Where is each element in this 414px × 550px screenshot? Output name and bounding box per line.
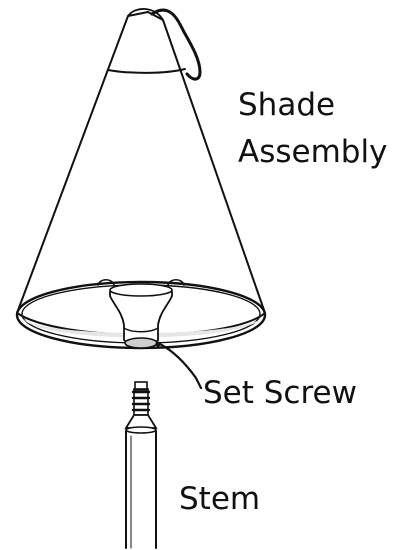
socket-collar — [123, 327, 159, 333]
socket-opening — [124, 337, 158, 349]
label-stem: Stem — [179, 481, 260, 517]
stem-collar — [125, 426, 157, 434]
stem-tube — [125, 430, 157, 549]
socket-housing — [97, 278, 185, 349]
shade-assembly — [15, 8, 267, 350]
stem-thread-tip — [134, 381, 148, 391]
shade-top-band — [107, 68, 186, 74]
hanging-cord — [150, 8, 202, 81]
set-screw-head — [155, 341, 161, 347]
shade-rim-shadow — [22, 318, 262, 338]
stem-threads — [131, 390, 151, 412]
stem — [124, 381, 158, 549]
socket-top — [109, 283, 173, 297]
label-shade-assembly-line1: Shade — [238, 87, 335, 123]
fitter-ring — [97, 278, 185, 286]
set-screw-leader-line — [158, 342, 203, 390]
shade-top-cap — [127, 8, 164, 21]
stem-connector — [124, 414, 158, 429]
label-set-screw: Set Screw — [203, 375, 357, 411]
label-shade-assembly-line2: Assembly — [238, 134, 387, 170]
